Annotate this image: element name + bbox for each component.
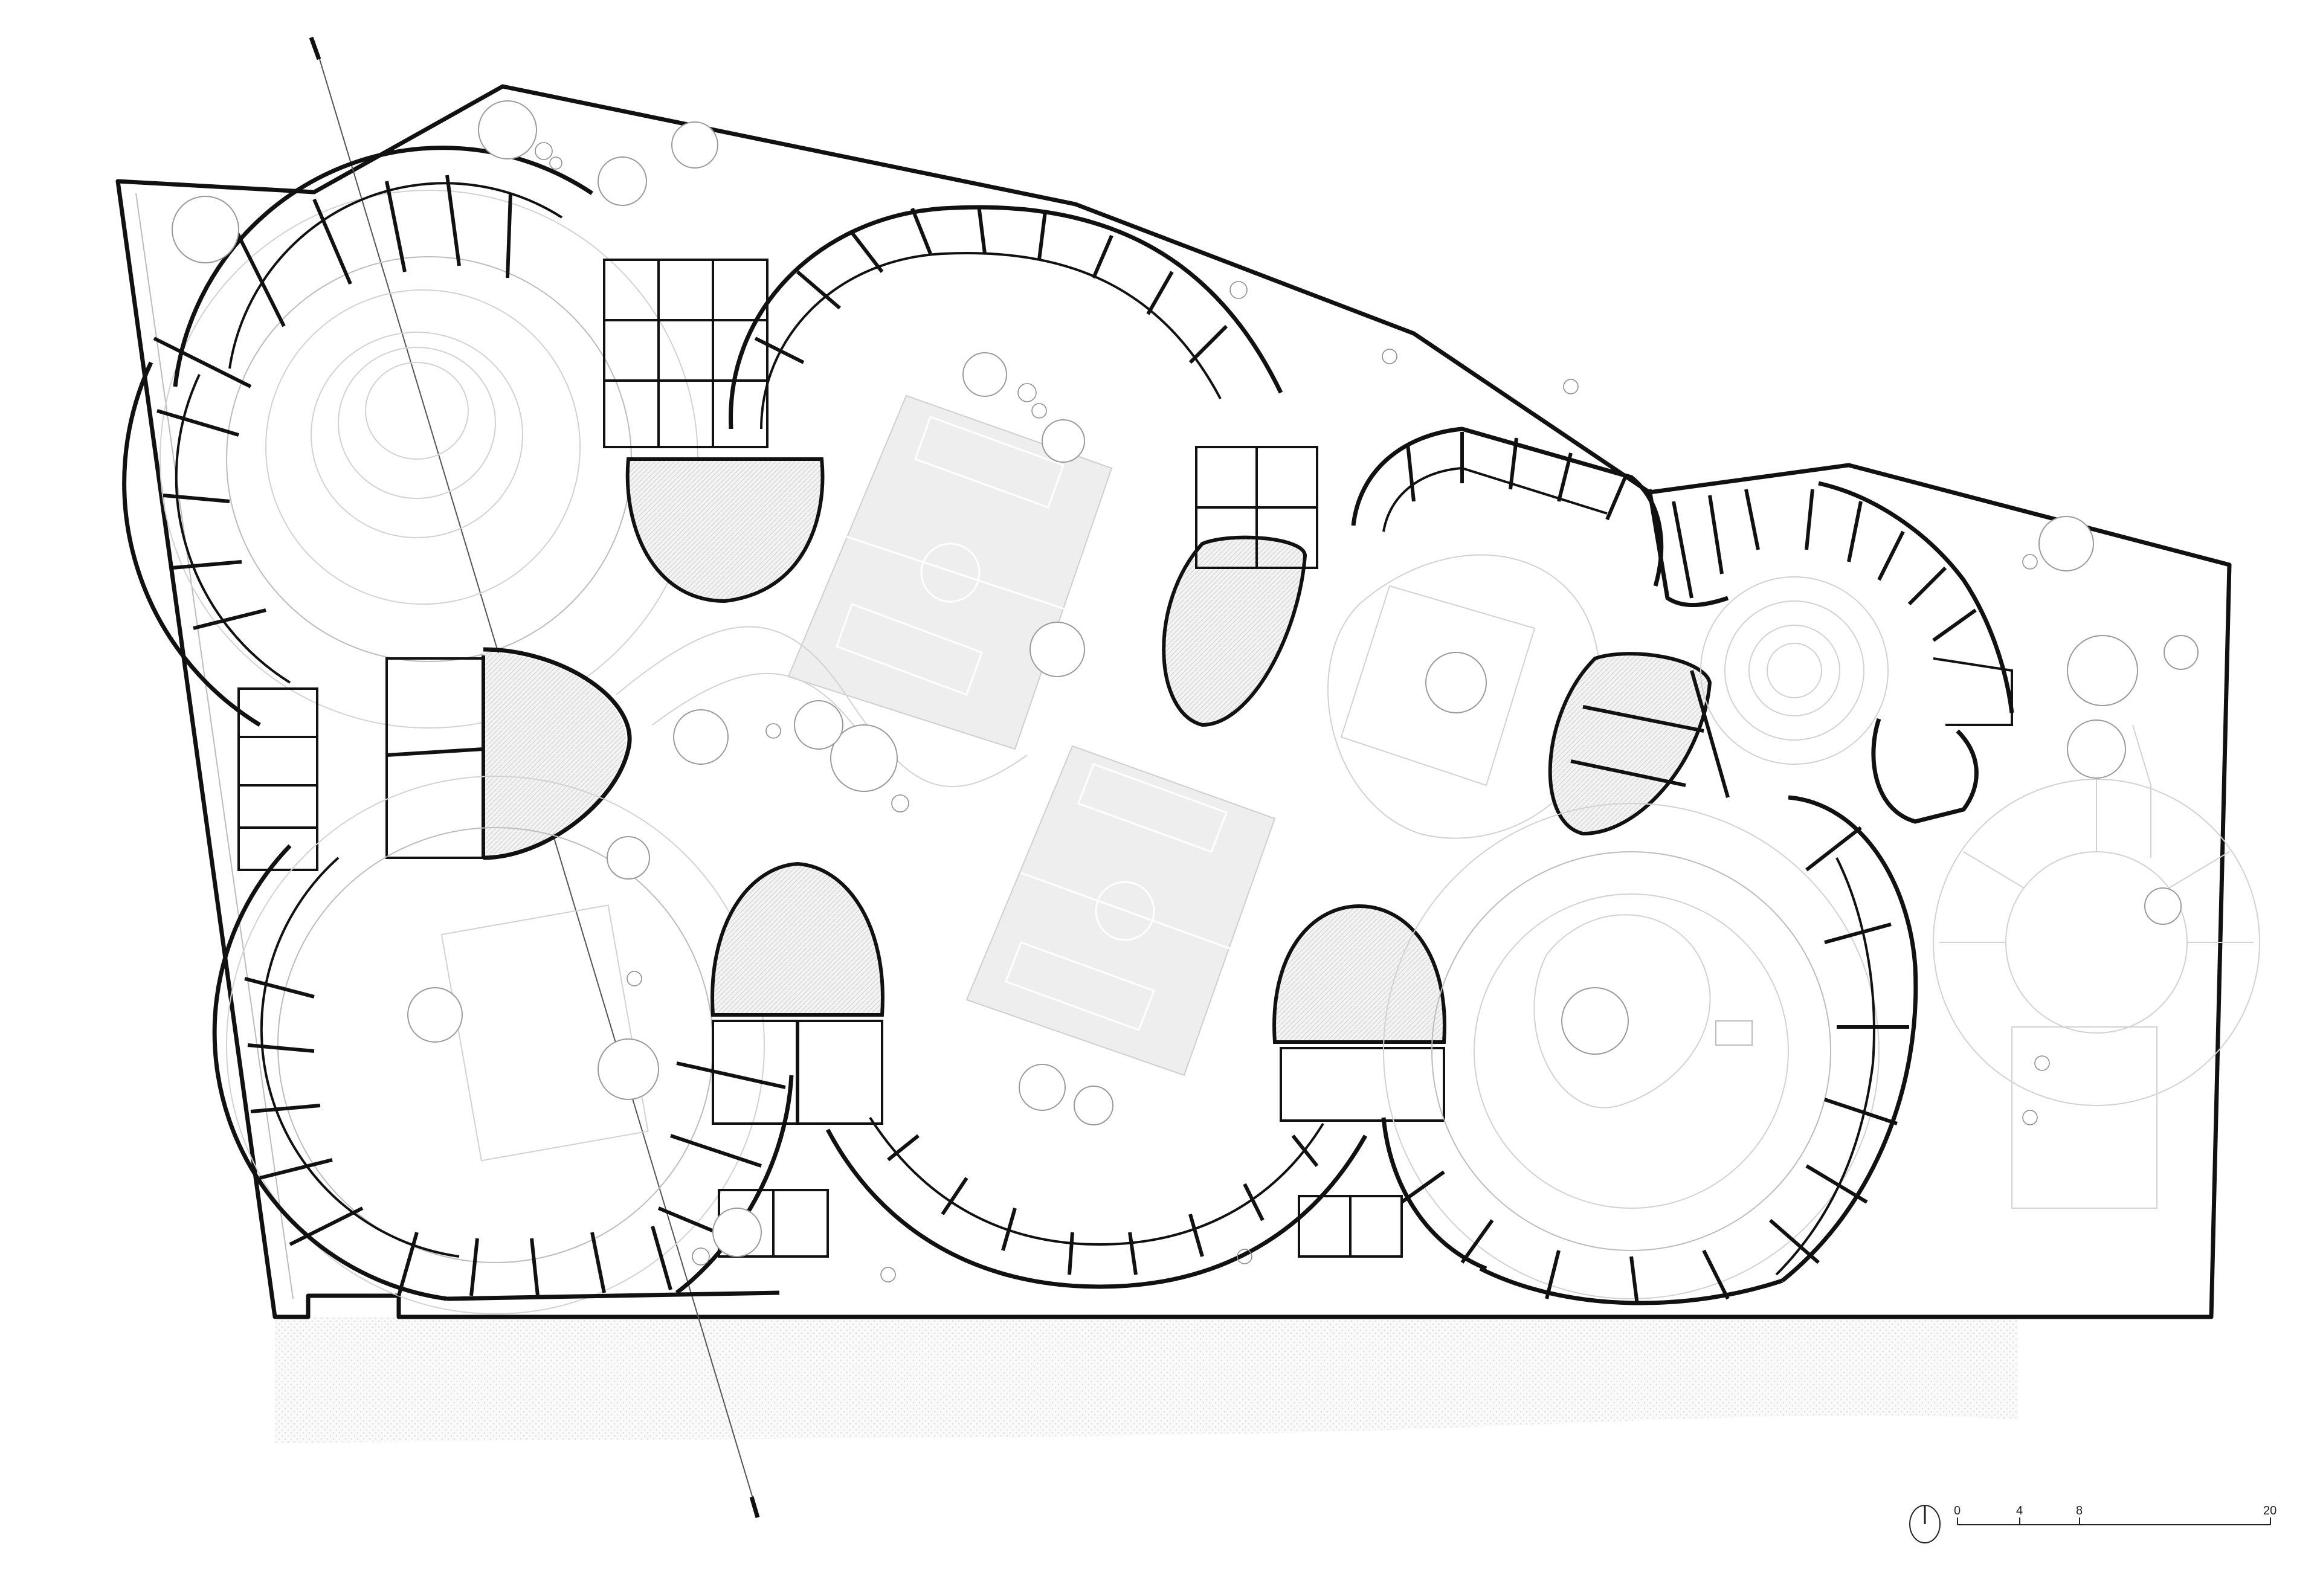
north-arrow-icon: [1909, 1505, 1941, 1543]
ground-hatch: [275, 1317, 2018, 1444]
ne-egg-pod: [1162, 535, 1307, 727]
east-upper-classrooms: [1351, 426, 1664, 587]
south-left-classrooms: [657, 1061, 794, 1295]
north-arrow: [1908, 1502, 1942, 1543]
central-paths: [616, 626, 1028, 787]
east-garden: [1933, 724, 2260, 1209]
west-service-rooms: [237, 687, 318, 871]
ne-service-rooms: [1195, 446, 1318, 569]
sports-field-south: [965, 745, 1276, 1076]
east-egg-pod: [1548, 652, 1712, 836]
west-classrooms: [122, 361, 291, 727]
scale-label-8: 8: [2076, 1504, 2083, 1517]
west-pod: [385, 647, 632, 860]
scale-bar-graphic: [1957, 1517, 2271, 1525]
north-arc-classrooms: [729, 205, 1283, 430]
north-service-block: [603, 259, 768, 448]
south-egg-pod-right: [1272, 904, 1446, 1122]
site-boundary-inner: [135, 193, 294, 1299]
sw-cluster: [212, 776, 780, 1314]
south-arc-classrooms: [825, 1116, 1368, 1289]
se-playground-court: [1381, 795, 1918, 1305]
south-egg-pod-left: [710, 861, 884, 1125]
trees: [172, 100, 2199, 1257]
toilet-blocks: [718, 1189, 1403, 1258]
scale-label-0: 0: [1954, 1504, 1961, 1517]
shrubs: [535, 142, 2050, 1282]
scale-bar: 0 4 8 20: [1933, 1504, 2308, 1540]
scale-label-4: 4: [2016, 1504, 2023, 1517]
north-egg-pod: [625, 457, 825, 603]
east-mid-classrooms: [1570, 670, 1730, 798]
scale-label-20: 20: [2263, 1504, 2277, 1517]
far-east-court: [1647, 481, 2014, 824]
